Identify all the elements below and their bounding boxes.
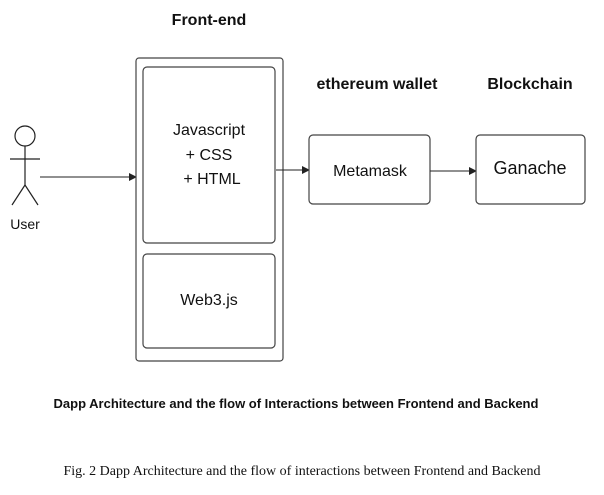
metamask-label: Metamask — [333, 163, 408, 180]
wallet-header: ethereum wallet — [317, 76, 439, 93]
metamask-box — [308, 134, 431, 205]
ganache-label: Ganache — [493, 158, 566, 178]
frontend-header: Front-end — [172, 12, 247, 29]
user-actor-icon — [10, 125, 40, 206]
frontend-code-box — [142, 66, 276, 244]
blockchain-header: Blockchain — [487, 76, 572, 93]
frontend-code-line-2: + CSS — [186, 147, 233, 164]
web3-label: Web3.js — [180, 292, 238, 309]
web3-box — [142, 253, 276, 349]
diagram-caption: Dapp Architecture and the flow of Intera… — [53, 396, 539, 411]
user-label: User — [10, 216, 40, 232]
figure-caption: Fig. 2 Dapp Architecture and the flow of… — [63, 464, 541, 479]
frontend-code-line-3: + HTML — [183, 171, 240, 188]
frontend-code-line-1: Javascript — [173, 122, 246, 139]
ganache-box — [475, 134, 586, 205]
